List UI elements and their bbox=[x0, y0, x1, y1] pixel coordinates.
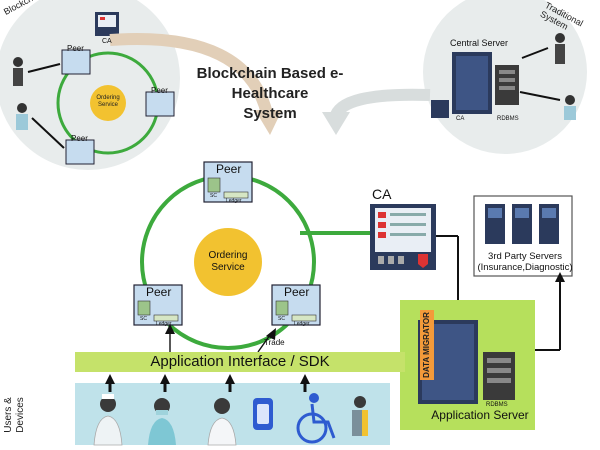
mini-user-icon bbox=[13, 57, 23, 86]
nurse-icon bbox=[93, 394, 123, 446]
title-line-2: System bbox=[243, 105, 297, 122]
doctor-icon bbox=[148, 398, 176, 445]
mini-trad-user-icon bbox=[555, 33, 565, 64]
diagram-title: Blockchain Based e-Healthcare System bbox=[170, 64, 370, 124]
mini-central-server-label: Central Server bbox=[450, 38, 509, 48]
mini-ordering-line2: Service bbox=[97, 102, 118, 108]
left-curved-arrow bbox=[109, 33, 274, 120]
peer-top bbox=[203, 161, 253, 203]
peer-top-label: Peer bbox=[216, 162, 242, 176]
ca-server-icon bbox=[370, 204, 436, 270]
mini-trad-ca-label: CA bbox=[456, 116, 465, 122]
peer-left bbox=[133, 284, 183, 326]
mini-ca-label: CA bbox=[102, 38, 112, 45]
mini-ordering-label: Ordering Service bbox=[88, 95, 128, 109]
application-interface-sdk-bar: Application Interface / SDK bbox=[75, 352, 405, 372]
mini-trad-rdbms-label: RDBMS bbox=[497, 116, 519, 122]
mini-trad-doctor-icon bbox=[564, 95, 576, 120]
ca-label: CA bbox=[372, 186, 392, 202]
peer-right bbox=[271, 284, 321, 326]
peer-top-ledger: Ledger bbox=[226, 198, 242, 204]
peer-left-sc: SC bbox=[140, 316, 147, 322]
peer-left-ledger: Ledger bbox=[156, 321, 172, 327]
main-ordering-line1: Ordering bbox=[208, 250, 248, 261]
peer-top-sc: SC bbox=[210, 193, 217, 199]
mini-peer-right bbox=[145, 91, 175, 117]
mini-peer-bottom bbox=[65, 139, 95, 165]
mini-ordering-service bbox=[90, 85, 126, 121]
main-ordering-label: Ordering Service bbox=[200, 250, 256, 274]
application-server-label: Application Server bbox=[431, 408, 529, 422]
mini-peer-label-right: Peer bbox=[151, 86, 168, 95]
third-party-line2: (Insurance,Diagnostic) bbox=[477, 262, 573, 273]
doctor-icon-2 bbox=[207, 398, 237, 446]
title-line-1: Blockchain Based e-Healthcare bbox=[196, 65, 344, 102]
app-rdbms-label: RDBMS bbox=[486, 402, 508, 408]
users-devices-label: Users & Devices bbox=[3, 390, 63, 440]
mini-doctor-icon bbox=[16, 103, 28, 130]
users-label-line2: Devices bbox=[15, 397, 26, 433]
peer-right-sc: SC bbox=[278, 316, 285, 322]
peer-right-label: Peer bbox=[284, 285, 310, 299]
wheelchair-icon bbox=[296, 393, 336, 444]
patient-icon bbox=[352, 396, 368, 436]
users-label-line1: Users & bbox=[3, 397, 14, 433]
data-migrator-label: DATA MIGRATOR bbox=[420, 310, 434, 380]
peer-left-label: Peer bbox=[146, 285, 172, 299]
mini-peer-label-bottom: Peer bbox=[71, 134, 88, 143]
main-ordering-line2: Service bbox=[211, 262, 245, 273]
mini-peer-top bbox=[61, 49, 91, 75]
third-party-servers-label: 3rd Party Servers (Insurance,Diagnostic) bbox=[470, 251, 580, 273]
third-party-line1: 3rd Party Servers bbox=[488, 251, 562, 262]
smartwatch-icon bbox=[253, 398, 273, 430]
mini-ordering-line1: Ordering bbox=[96, 95, 120, 101]
mini-peer-label-top: Peer bbox=[67, 44, 84, 53]
main-ordering-service bbox=[194, 228, 262, 296]
peer-right-ledger: Ledger bbox=[294, 321, 310, 327]
trade-label: Trade bbox=[264, 338, 285, 347]
